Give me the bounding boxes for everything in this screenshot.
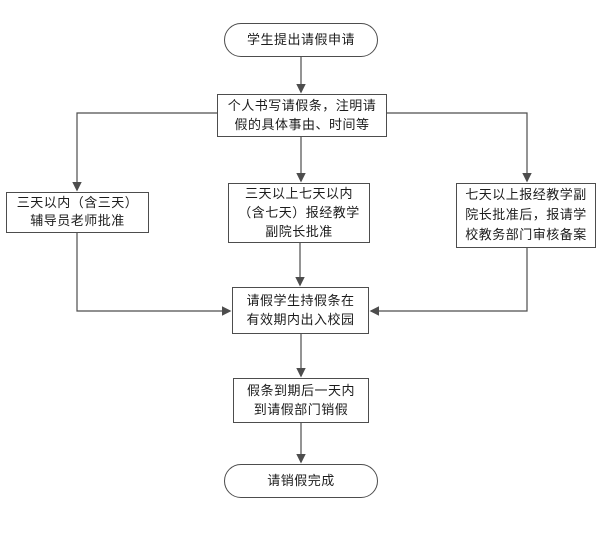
node-within-three-days-label: 三天以内（含三天） 辅导员老师批准 (16, 195, 139, 229)
node-end-terminator: 请销假完成 (224, 464, 378, 498)
node-cancel-leave: 假条到期后一天内 到请假部门销假 (233, 378, 369, 423)
node-campus-access-label: 请假学生持假条在 有效期内出入校园 (246, 293, 355, 328)
node-write-leave-note-label: 个人书写请假条，注明请 假的具体事由、时间等 (227, 98, 377, 133)
edge-write-note-to-over-seven (387, 112, 532, 183)
node-within-three-days-approval: 三天以内（含三天） 辅导员老师批准 (6, 192, 149, 233)
node-three-to-seven-days-approval: 三天以上七天以内 （含七天）报经教学 副院长批准 (228, 183, 370, 243)
node-over-seven-days-approval: 七天以上报经教学副 院长批准后，报请学 校教务部门审核备案 (456, 183, 596, 248)
edge-over-seven-to-campus (369, 248, 528, 316)
node-start-terminator: 学生提出请假申请 (224, 23, 378, 57)
node-three-to-seven-days-label: 三天以上七天以内 （含七天）报经教学 副院长批准 (238, 186, 360, 240)
node-start-label: 学生提出请假申请 (246, 32, 355, 48)
node-campus-access: 请假学生持假条在 有效期内出入校园 (232, 287, 369, 334)
node-write-leave-note: 个人书写请假条，注明请 假的具体事由、时间等 (217, 94, 387, 137)
node-cancel-leave-label: 假条到期后一天内 到请假部门销假 (246, 383, 355, 418)
node-end-label: 请销假完成 (267, 473, 335, 489)
edge-write-note-to-within-three (72, 112, 217, 192)
edge-within-three-to-campus (76, 233, 232, 316)
node-over-seven-days-label: 七天以上报经教学副 院长批准后，报请学 校教务部门审核备案 (465, 187, 587, 243)
